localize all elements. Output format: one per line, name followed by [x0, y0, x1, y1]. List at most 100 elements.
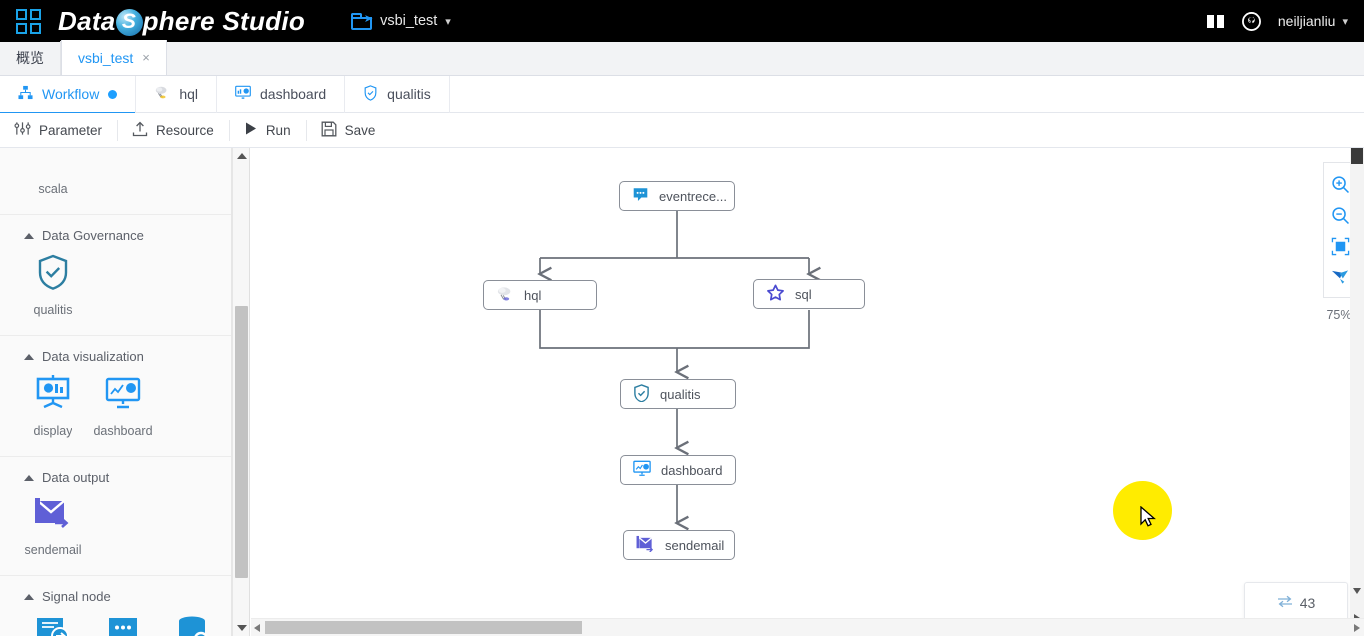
tab-label: hql: [179, 86, 198, 102]
palette-group-header[interactable]: Data visualization: [0, 336, 231, 374]
tab-label: vsbi_test: [78, 49, 134, 66]
github-icon[interactable]: [1241, 11, 1261, 31]
palette-item-label: scala: [38, 182, 68, 196]
workflow-canvas[interactable]: eventrece... hql sql qualitis dashboard: [251, 148, 1364, 636]
mouse-cursor: [1140, 506, 1156, 527]
node-sendemail[interactable]: sendemail: [623, 530, 735, 560]
node-label: hql: [524, 287, 542, 303]
tab-label: Workflow: [42, 86, 100, 102]
palette-item-eventreceive[interactable]: eventrec...: [88, 614, 158, 636]
tab-vsbi-test[interactable]: vsbi_test ×: [61, 40, 167, 75]
node-dashboard[interactable]: dashboard: [620, 455, 736, 485]
palette-item-display[interactable]: display: [18, 374, 88, 438]
display-chart-icon: [33, 374, 73, 417]
canvas-horizontal-scrollbar[interactable]: [251, 618, 1364, 636]
palette-item-label: qualitis: [33, 303, 73, 317]
palette-group-header[interactable]: Data Governance: [0, 215, 231, 253]
palette-item-label: display: [33, 424, 73, 438]
dashboard-icon: [633, 460, 651, 480]
palette-item-label: sendemail: [24, 543, 82, 557]
caret-up-icon: [24, 474, 34, 481]
status-badge[interactable]: 43: [1244, 582, 1348, 624]
node-eventrece[interactable]: eventrece...: [619, 181, 735, 211]
book-icon[interactable]: [1206, 14, 1225, 29]
status-dot: [108, 89, 118, 99]
palette-group-title: Data Governance: [42, 228, 144, 243]
shield-check-icon: [34, 253, 72, 296]
save-button[interactable]: Save: [321, 120, 391, 141]
parameter-button[interactable]: Parameter: [14, 119, 119, 141]
node-hql[interactable]: hql: [483, 280, 597, 310]
sidebar-scrollbar[interactable]: [232, 148, 250, 636]
node-qualitis[interactable]: qualitis: [620, 379, 736, 409]
zoom-in-icon[interactable]: [1331, 175, 1350, 194]
brand-prefix: Data: [58, 5, 116, 36]
play-icon: [244, 121, 258, 139]
palette-item-dashboard[interactable]: dashboard: [88, 374, 158, 438]
sendemail-icon: [636, 535, 655, 555]
shield-check-icon: [363, 84, 378, 104]
scroll-down-icon[interactable]: [237, 625, 247, 631]
palette-item-sendemail[interactable]: sendemail: [18, 495, 88, 557]
node-palette-sidebar[interactable]: scala Data Governance qualitis: [0, 148, 232, 636]
palette-group-header[interactable]: Data output: [0, 457, 231, 495]
format-brush-icon[interactable]: [1331, 268, 1350, 285]
node-sql[interactable]: sql: [753, 279, 865, 309]
tab-qualitis[interactable]: qualitis: [345, 75, 450, 113]
node-label: dashboard: [661, 462, 723, 478]
swap-arrows-icon: [1277, 595, 1293, 611]
scroll-left-icon[interactable]: [254, 624, 260, 632]
toolbar-label: Run: [265, 122, 291, 138]
palette-item-scala[interactable]: scala: [18, 148, 88, 196]
palette-group-header[interactable]: Signal node: [0, 576, 231, 614]
tab-label: 概览: [16, 50, 44, 66]
zoom-level-label: 75%: [1326, 308, 1352, 322]
tab-dashboard[interactable]: dashboard: [217, 75, 346, 113]
sendemail-icon: [33, 495, 73, 536]
palette-item-datacheck[interactable]: datachec...: [158, 614, 228, 636]
palette-item-qualitis[interactable]: qualitis: [18, 253, 88, 317]
workflow-subtabs: Workflow hql dashboard qualitis: [0, 75, 1364, 114]
scroll-down-icon[interactable]: [1353, 588, 1361, 594]
eventsend-icon: [33, 614, 73, 636]
caret-up-icon: [24, 353, 34, 360]
user-name: neiljianliu: [1277, 13, 1336, 29]
scrollbar-thumb[interactable]: [235, 306, 248, 578]
project-selector[interactable]: ➤ vsbi_test ▾: [351, 12, 451, 30]
eventreceive-icon: [103, 614, 143, 636]
scrollbar-thumb[interactable]: [1351, 148, 1363, 164]
palette-group-data-output: Data output sendemail: [0, 457, 231, 576]
scroll-up-icon[interactable]: [237, 153, 247, 159]
spark-star-icon: [766, 284, 785, 305]
brand-ball-icon: S: [115, 8, 143, 36]
palette-group-data-visualization: Data visualization display dashboard: [0, 336, 231, 457]
node-label: qualitis: [660, 386, 701, 402]
hive-icon: [154, 85, 170, 103]
scroll-right-icon[interactable]: [1354, 624, 1360, 632]
tab-overview[interactable]: 概览: [0, 41, 61, 75]
fit-screen-icon[interactable]: [1331, 237, 1350, 256]
header-actions: neiljianliu ▾: [1206, 11, 1364, 31]
eventreceive-icon: [632, 187, 649, 206]
project-tabstrip: 概览 vsbi_test ×: [0, 40, 1364, 76]
close-icon[interactable]: ×: [142, 50, 150, 65]
floppy-icon: [321, 121, 337, 140]
tab-hql[interactable]: hql: [136, 75, 217, 113]
resource-button[interactable]: Resource: [132, 119, 230, 141]
palette-group-partial: scala: [0, 148, 231, 215]
user-menu[interactable]: neiljianliu ▾: [1278, 13, 1348, 29]
scrollbar-thumb[interactable]: [265, 621, 582, 634]
workflow-toolbar: Parameter Resource Run Save: [0, 113, 1364, 148]
grid-icon[interactable]: [14, 7, 42, 35]
cursor-highlight: [1113, 481, 1172, 540]
canvas-vertical-scrollbar[interactable]: [1350, 148, 1364, 636]
palette-group-signal-node: Signal node eventsen... eventrec...: [0, 576, 231, 636]
palette-item-eventsend[interactable]: eventsen...: [18, 614, 88, 636]
brand-suffix: phere Studio: [142, 5, 306, 36]
run-button[interactable]: Run: [244, 119, 307, 141]
zoom-out-icon[interactable]: [1331, 206, 1350, 225]
workflow-icon: [18, 85, 33, 103]
tab-workflow[interactable]: Workflow: [0, 75, 137, 114]
